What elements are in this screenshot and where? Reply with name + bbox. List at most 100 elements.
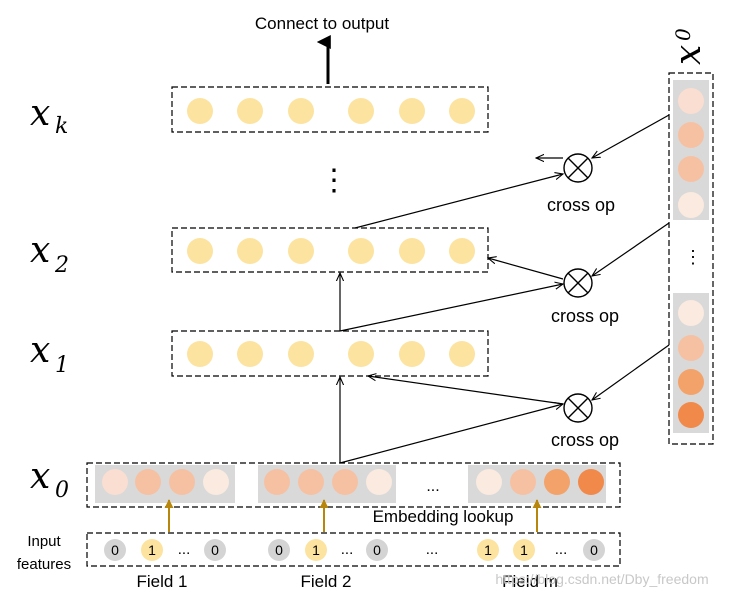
x0-vector-node-3 [678, 156, 704, 182]
x0-vector-node-2 [678, 122, 704, 148]
cross-op-2-node [563, 268, 593, 298]
x0-vector-node-5 [678, 300, 704, 326]
layer-xk-node-2 [237, 98, 263, 124]
cross1-output [368, 376, 564, 405]
layer-xk-box [171, 86, 489, 133]
cross2-input-from-vector [592, 222, 670, 276]
input-field-2-node-3 [366, 539, 388, 561]
embedding-node-group [102, 469, 604, 495]
input-field-3-value-3: 0 [590, 542, 598, 558]
embedding-layer-box [86, 462, 621, 508]
cross3-input-from-vector [592, 114, 670, 158]
input-field-3-node-3 [583, 539, 605, 561]
layer-ellipsis: ⋮ [319, 164, 349, 197]
layer-xk-node-4 [348, 98, 374, 124]
x0-vector-node-4 [678, 192, 704, 218]
embedding-field-1-node-1 [102, 469, 128, 495]
cross-op-3-node [563, 153, 593, 183]
watermark: https://blog.csdn.net/Dby_freedom [495, 571, 708, 587]
layer-x2-box [171, 227, 489, 273]
layer-x2-node-6 [449, 238, 475, 264]
x0-vector-node-group [678, 88, 704, 428]
cross-op-1-label: cross op [551, 430, 619, 450]
input-features-label-line2: features [17, 556, 71, 573]
x0-vector-node-6 [678, 335, 704, 361]
cross-op-3-label: cross op [547, 195, 615, 215]
input-field-2-value-1: 0 [275, 542, 283, 558]
input-features-box [86, 532, 621, 567]
embedding-field-1-node-3 [169, 469, 195, 495]
svg-text:k: k [55, 114, 68, 139]
layer-x2-node-1 [187, 238, 213, 264]
layer-label-x0: x 0 [30, 456, 69, 503]
input-features-label-line1: Input [27, 533, 61, 550]
layer-x1-node-3 [288, 341, 314, 367]
input-field-1-value-2: 1 [148, 542, 156, 558]
embedding-field-3-node-3 [544, 469, 570, 495]
input-field-3-value-1: 1 [484, 542, 492, 558]
layer-x2-node-3 [288, 238, 314, 264]
layer-xk-node-6 [449, 98, 475, 124]
layer-x1-node-4 [348, 341, 374, 367]
layer-xk-node-3 [288, 98, 314, 124]
input-field-1-node-1 [104, 539, 126, 561]
input-field-2-value-2: 1 [312, 542, 320, 558]
input-field-1-node-3 [204, 539, 226, 561]
input-field-3-value-2: 1 [520, 542, 528, 558]
svg-text:x: x [30, 93, 50, 134]
svg-text:x: x [30, 230, 50, 271]
output-label: Connect to output [255, 14, 389, 33]
field-m-label: Field m [502, 572, 558, 591]
input-between-ellipsis: ... [426, 541, 439, 558]
field-1-label: Field 1 [136, 572, 187, 591]
embedding-field-2-node-4 [366, 469, 392, 495]
layer-label-xk: x k [30, 93, 68, 139]
embedding-field-2-node-2 [298, 469, 324, 495]
layer-label-x2: x 2 [30, 230, 69, 278]
input-field-3-node-2 [513, 539, 535, 561]
input-field-2-node-1 [268, 539, 290, 561]
x0-vector-box [668, 72, 714, 445]
cross1-input-from-vector [592, 344, 670, 400]
x0-vector-node-8 [678, 402, 704, 428]
svg-text:2: 2 [54, 253, 69, 278]
layer-x2-node-4 [348, 238, 374, 264]
cross3-input-from-x2 [354, 174, 563, 229]
input-field-2-ellipsis: ... [341, 541, 354, 558]
input-field-1-ellipsis: ... [178, 541, 191, 558]
embedding-field-1-node-4 [203, 469, 229, 495]
x0-vector-node-1 [678, 88, 704, 114]
embedding-field-2-node-3 [332, 469, 358, 495]
cross1-input-from-x0 [339, 404, 563, 464]
x0-vector-node-7 [678, 369, 704, 395]
layer-x1-node-5 [399, 341, 425, 367]
field-2-label: Field 2 [300, 572, 351, 591]
svg-text:x: x [30, 330, 50, 371]
embedding-field-3-node-2 [510, 469, 536, 495]
hidden-node-group [187, 98, 475, 367]
layer-xk-node-5 [399, 98, 425, 124]
layer-label-x1: x 1 [30, 330, 69, 378]
layer-x2-node-5 [399, 238, 425, 264]
cross-op-1-node [563, 393, 593, 423]
layer-x1-node-2 [237, 341, 263, 367]
input-field-2-value-3: 0 [373, 542, 381, 558]
cross-op-2-label: cross op [551, 306, 619, 326]
svg-text:1: 1 [55, 353, 69, 378]
input-field-3-node-1 [477, 539, 499, 561]
input-field-1-node-2 [141, 539, 163, 561]
x0-vector-label-sub: 0 [671, 28, 695, 41]
embedding-ellipsis: ... [426, 478, 439, 495]
cross2-output [488, 258, 564, 280]
input-field-m-ellipsis: ... [555, 541, 568, 558]
embedding-field-2-node-1 [264, 469, 290, 495]
layer-x1-node-1 [187, 341, 213, 367]
embedding-lookup-label: Embedding lookup [373, 507, 514, 526]
embedding-field-3-node-1 [476, 469, 502, 495]
input-field-1-value-1: 0 [111, 542, 119, 558]
layer-x1-box [171, 330, 489, 377]
x0-vector-ellipsis: ⋮ [684, 247, 702, 267]
x0-vector-label: x [668, 45, 709, 65]
